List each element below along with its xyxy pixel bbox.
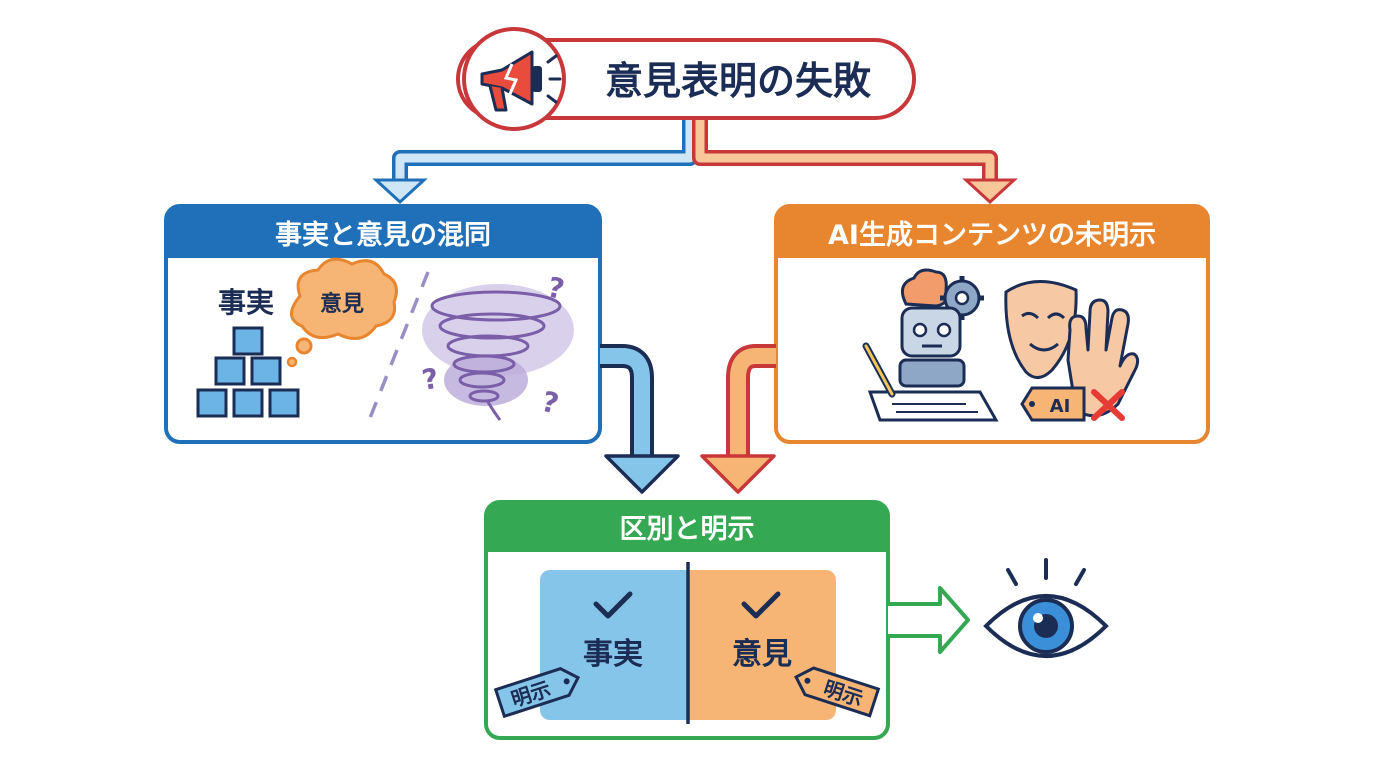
left-panel-header: 事実と意見の混同 (275, 219, 491, 251)
svg-text:?: ? (545, 271, 568, 307)
bottom-panel-header: 区別と明示 (620, 514, 755, 545)
arrow-title-to-right (692, 118, 998, 180)
ai-tag-icon: AI (1020, 386, 1086, 422)
right-panel-header: AI生成コンテンツの未明示 (828, 220, 1156, 251)
tornado-icon (422, 284, 574, 421)
question-mark-icon: ? ? ? (419, 271, 567, 421)
opinion-label: 意見 (732, 637, 792, 672)
page-title: 意見表明の失敗 (605, 59, 872, 103)
check-icon (593, 591, 633, 619)
title-banner: 意見表明の失敗 (456, 27, 916, 131)
svg-text:?: ? (419, 362, 441, 397)
thought-bubble-icon: 意見 (286, 257, 398, 368)
bottom-panel: 区別と明示 事実 意見 明示 明示 (484, 500, 890, 740)
eye-icon (983, 558, 1109, 658)
left-panel: 事実と意見の混同 事実 意見 (164, 204, 602, 444)
robot-writer-icon (862, 268, 999, 422)
arrow-right-icon (888, 586, 970, 654)
check-icon (741, 591, 781, 619)
ai-tag-label: AI (1050, 396, 1071, 417)
left-fact-label: 事実 (218, 286, 274, 319)
cross-mark-icon (1091, 389, 1125, 421)
megaphone-icon (480, 50, 562, 112)
blocks-pyramid-icon (196, 326, 300, 418)
fact-label: 事実 (583, 637, 643, 672)
opinion-bubble-label: 意見 (320, 291, 364, 317)
theater-mask-icon (1004, 280, 1078, 379)
arrow-title-to-left (392, 118, 698, 180)
right-panel: AI生成コンテンツの未明示 (774, 204, 1210, 444)
svg-text:?: ? (538, 385, 562, 421)
